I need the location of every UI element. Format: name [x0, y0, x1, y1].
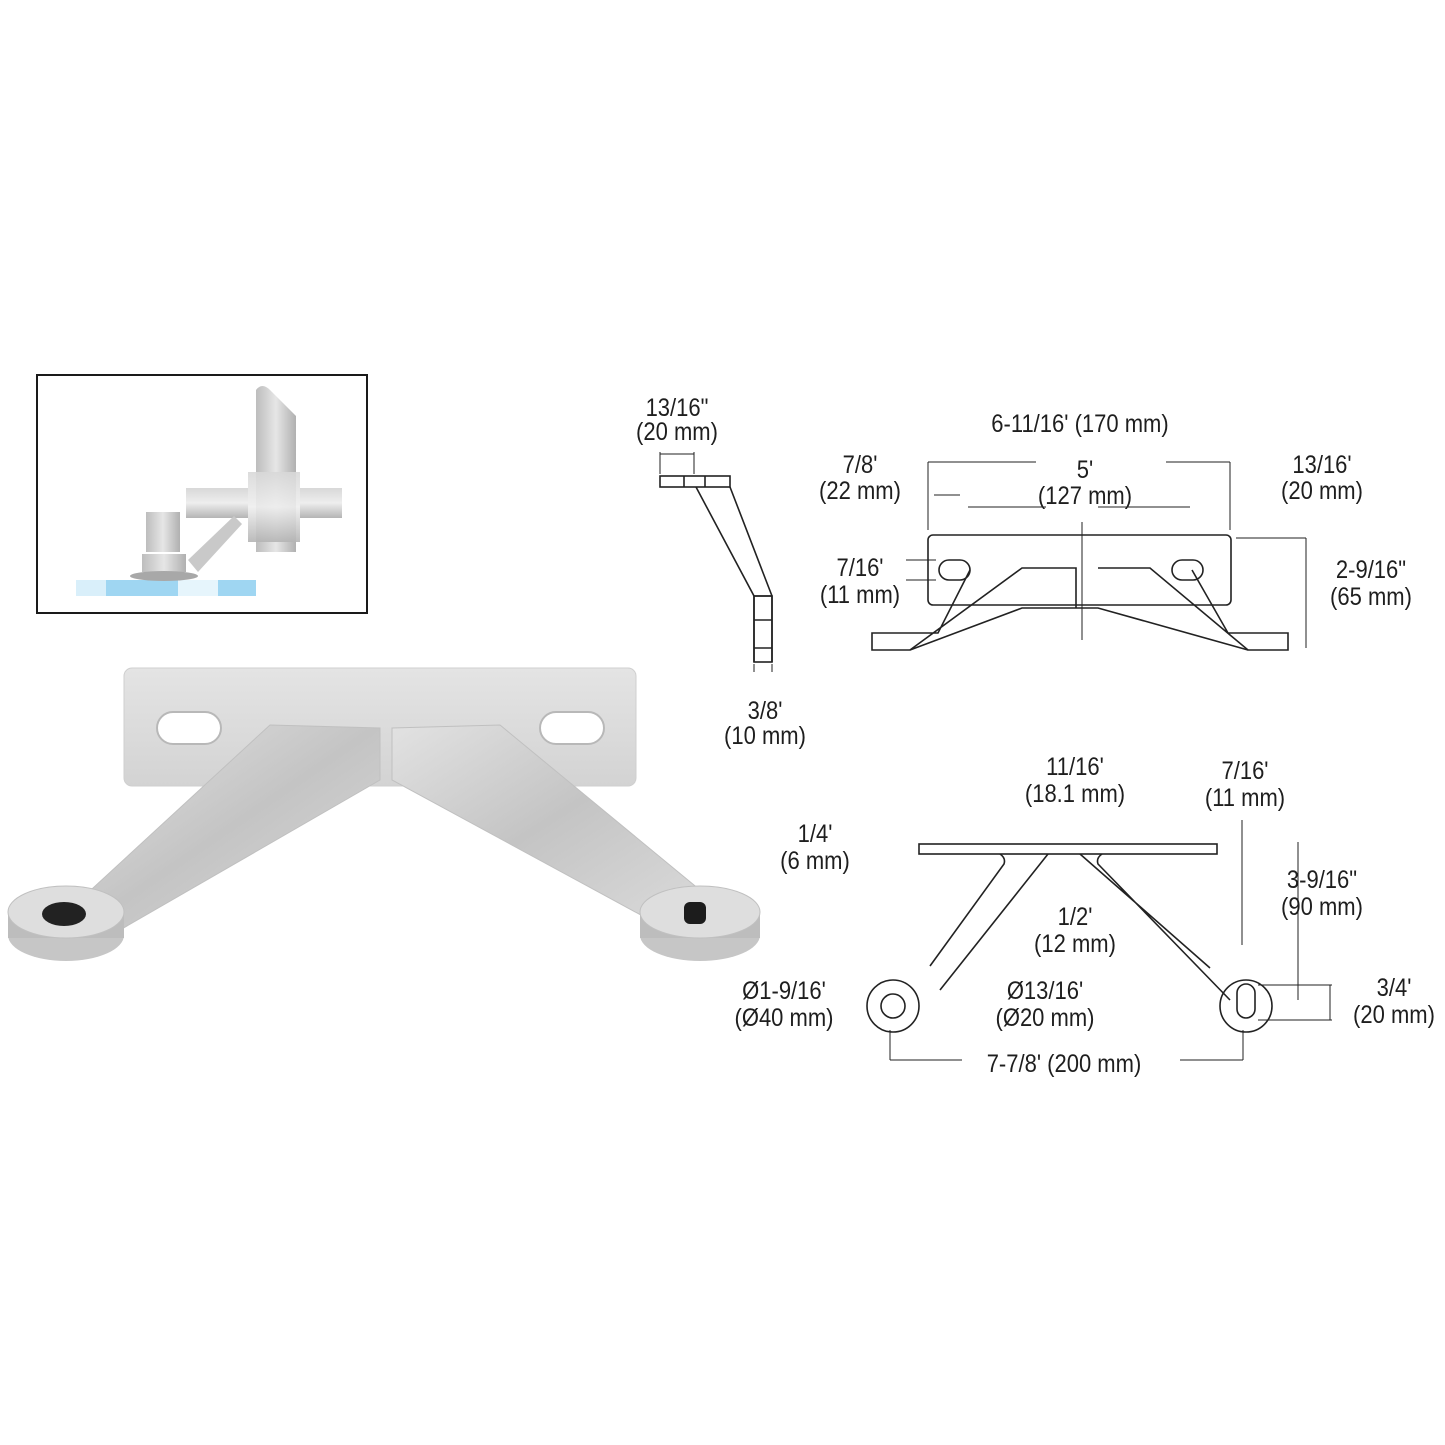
top-boss-diameter-metric: (Ø40 mm)	[734, 1004, 834, 1032]
top-slot-width-metric: (11 mm)	[1204, 784, 1286, 812]
front-slot-offset-metric: (22 mm)	[819, 477, 901, 505]
top-hole-diameter-metric: (Ø20 mm)	[995, 1004, 1095, 1032]
top-arm-width-imperial: 1/2'	[1057, 903, 1093, 931]
side-bottom-width-metric: (10 mm)	[724, 722, 806, 750]
top-hole-diameter-imperial: Ø13/16'	[1006, 977, 1084, 1005]
front-overall-height-imperial: 2-9/16"	[1335, 556, 1407, 584]
top-arm-width-metric: (12 mm)	[1034, 930, 1116, 958]
top-center-width-metric: (18.1 mm)	[1024, 780, 1126, 808]
top-slot-length-metric: (20 mm)	[1353, 1001, 1435, 1029]
front-slot-offset-imperial: 7/8'	[842, 451, 878, 479]
top-boss-diameter-imperial: Ø1-9/16'	[742, 977, 826, 1005]
top-plate-thickness-metric: (6 mm)	[780, 847, 850, 875]
top-slot-width-imperial: 7/16'	[1221, 757, 1269, 785]
front-overall-width: 6-11/16' (170 mm)	[991, 410, 1169, 438]
side-top-width-imperial: 13/16"	[645, 394, 709, 422]
front-slot-height-metric: (11 mm)	[819, 581, 901, 609]
side-view-drawing	[659, 452, 773, 672]
front-slot-spacing-metric: (127 mm)	[1037, 482, 1133, 510]
front-slot-spacing-imperial: 5'	[1076, 456, 1094, 484]
side-top-width-metric: (20 mm)	[636, 418, 718, 446]
side-bottom-width-imperial: 3/8'	[747, 697, 783, 725]
top-center-spacing: 7-7/8' (200 mm)	[986, 1050, 1142, 1078]
top-slot-length-imperial: 3/4'	[1376, 974, 1412, 1002]
installed-view-inset	[36, 374, 368, 614]
top-arm-depth-imperial: 3-9/16"	[1286, 866, 1358, 894]
front-slot-height-imperial: 7/16'	[836, 554, 884, 582]
top-plate-thickness-imperial: 1/4'	[797, 820, 833, 848]
front-overall-height-metric: (65 mm)	[1330, 583, 1412, 611]
front-plate-edge-metric: (20 mm)	[1281, 477, 1363, 505]
installed-fitting-illustration	[76, 386, 342, 596]
top-arm-depth-metric: (90 mm)	[1281, 893, 1363, 921]
spider-fitting-photo	[7, 667, 761, 961]
front-plate-edge-imperial: 13/16'	[1292, 451, 1352, 479]
top-center-width-imperial: 11/16'	[1046, 753, 1104, 781]
